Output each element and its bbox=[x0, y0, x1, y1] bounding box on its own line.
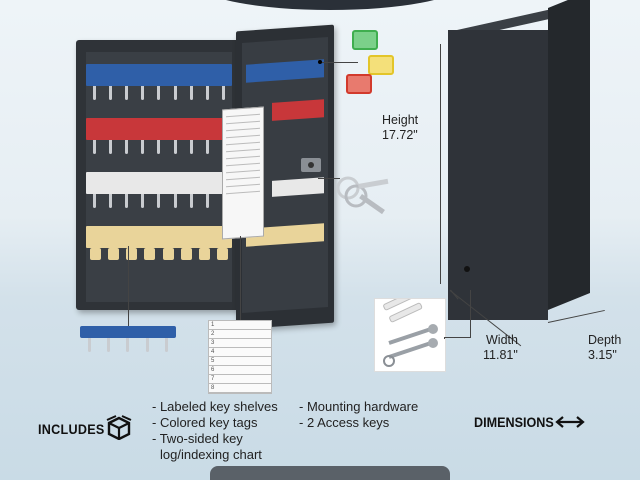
include-item-keys: - 2 Access keys bbox=[299, 415, 390, 430]
depth-label: Depth bbox=[588, 333, 622, 347]
door-red-shelf bbox=[272, 99, 324, 121]
keyhole-icon bbox=[464, 266, 470, 272]
key-log-chart-image: 1 2 3 4 5 6 7 8 bbox=[208, 320, 272, 394]
include-item-tags: - Colored key tags bbox=[152, 415, 258, 430]
depth-value: 3.15" bbox=[588, 348, 617, 362]
include-item-log: - Two-sided key bbox=[152, 431, 243, 446]
door-blue-shelf bbox=[246, 59, 324, 83]
include-item-shelves: - Labeled key shelves bbox=[152, 399, 278, 414]
includes-list-right: - Mounting hardware - 2 Access keys bbox=[299, 399, 418, 431]
bottom-decorative-strip bbox=[210, 466, 450, 480]
side-cabinet-side bbox=[548, 0, 590, 311]
width-value: 11.81" bbox=[483, 348, 518, 362]
height-value: 17.72" bbox=[382, 128, 418, 142]
door-index-chart bbox=[222, 106, 264, 240]
green-tag-icon bbox=[352, 30, 378, 50]
labeled-key-strip-image bbox=[80, 326, 176, 354]
blue-key-shelf bbox=[86, 64, 232, 86]
callout-line-strip bbox=[128, 246, 129, 326]
include-item-hardware: - Mounting hardware bbox=[299, 399, 419, 414]
red-tag-icon bbox=[346, 74, 372, 94]
height-dimension-line bbox=[440, 44, 441, 284]
side-cabinet-front bbox=[448, 30, 548, 320]
mounting-hardware-image bbox=[374, 292, 446, 372]
cabinet-interior bbox=[86, 52, 232, 302]
door-white-shelf bbox=[272, 177, 324, 197]
double-arrow-icon bbox=[555, 414, 585, 430]
top-decorative-arc bbox=[200, 0, 460, 10]
width-label: Width bbox=[486, 333, 518, 347]
yellow-tag-icon bbox=[368, 55, 394, 75]
dimensions-heading: DIMENSIONS bbox=[474, 414, 554, 430]
red-key-shelf bbox=[86, 118, 232, 140]
depth-dimension-line bbox=[547, 309, 605, 323]
yellow-key-shelf bbox=[86, 226, 232, 248]
include-item-log-cont: log/indexing chart bbox=[160, 447, 262, 462]
white-key-shelf bbox=[86, 172, 232, 194]
includes-heading: INCLUDES bbox=[38, 421, 105, 437]
callout-line-log bbox=[240, 236, 241, 320]
callout-line-keys bbox=[318, 178, 340, 179]
box-icon bbox=[106, 414, 132, 441]
access-keys-icon bbox=[334, 160, 398, 220]
callout-line-hardware bbox=[470, 290, 471, 338]
lock-icon bbox=[298, 150, 324, 176]
height-label: Height bbox=[382, 113, 419, 127]
includes-list-left: - Labeled key shelves - Colored key tags… bbox=[152, 399, 278, 463]
callout-line-tags bbox=[318, 62, 358, 63]
